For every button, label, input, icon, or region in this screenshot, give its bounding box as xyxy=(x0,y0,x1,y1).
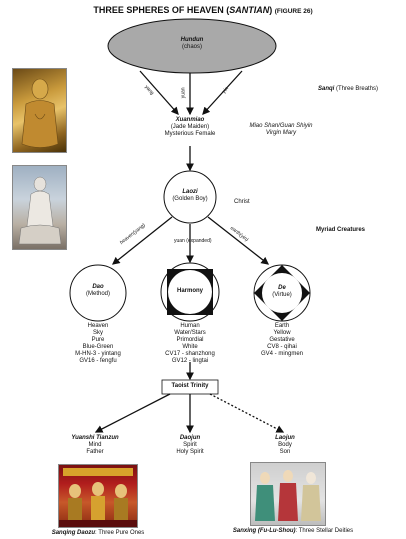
myriad-creatures-label: Myriad Creatures xyxy=(316,227,366,233)
dao-attr-sky: Sky xyxy=(92,330,103,337)
de-inner-circle xyxy=(262,273,302,313)
de-attr-point1: CV8 - qihai xyxy=(267,344,297,351)
earth-branch-arrow xyxy=(207,216,270,265)
de-attributes: Earth Yellow Gestative CV8 - qihai GV4 -… xyxy=(247,323,317,358)
laozi-label: Laozi (Golden Boy) xyxy=(172,189,208,203)
three-pure-ones-caption: Sanqing Daozu: Three Pure Ones xyxy=(51,530,145,536)
three-stellar-deities-image xyxy=(250,462,326,526)
trinity-left-arrow xyxy=(94,393,171,433)
three-stellar-deities-caption: Sanxing (Fu-Lu-Shou): Three Stellar Deit… xyxy=(232,528,354,534)
xuanmiao-label: Xuanmiao (Jade Maiden) Mysterious Female xyxy=(164,117,216,138)
harmony-label: Harmony xyxy=(176,288,203,294)
de-attr-gestative: Gestative xyxy=(269,337,295,344)
guanyin-statue-image xyxy=(12,68,67,153)
dao-label: Dao (Method) xyxy=(85,284,110,298)
harmony-attributes: Human Water/Stars Primordial White CV17 … xyxy=(155,323,225,365)
harmony-attr-color: White xyxy=(182,344,198,351)
dao-attr-color: Blue-Green xyxy=(82,344,114,351)
sanqi-label: Sanqi (Three Breaths) xyxy=(318,86,379,92)
heaven-branch-arrow xyxy=(111,216,173,265)
dao-circle xyxy=(69,264,127,322)
dao-attr-pure: Pure xyxy=(91,337,105,344)
laozi-circle xyxy=(163,170,217,224)
harmony-attr-point1: CV17 - shanzhong xyxy=(165,351,215,358)
christ-label: Christ xyxy=(234,199,250,205)
dao-attr-heaven: Heaven xyxy=(87,323,109,329)
taoist-trinity-label: Taoist Trinity xyxy=(171,383,209,389)
trinity-right-arrow xyxy=(209,393,285,433)
yuan-label: yuan xyxy=(180,87,187,99)
marble-statue-image xyxy=(12,165,67,250)
yuan-branch-label: yuan (expanded) xyxy=(174,238,212,244)
yang-arrow xyxy=(139,70,179,115)
daojun-label: Daojun Spirit Holy Spirit xyxy=(176,435,204,456)
harmony-attr-water: Water/Stars xyxy=(174,330,206,337)
hundun-ellipse xyxy=(107,18,277,74)
de-attr-earth: Earth xyxy=(274,323,290,329)
de-attr-color: Yellow xyxy=(273,330,291,337)
dao-attributes: Heaven Sky Pure Blue-Green M-HN-3 - yint… xyxy=(63,323,133,365)
dao-attr-point2: GV16 - fengfu xyxy=(79,358,117,365)
page-title: THREE SPHERES OF HEAVEN (SANTIAN) (FIGUR… xyxy=(93,5,313,15)
dao-attr-point1: M-HN-3 - yintang xyxy=(75,351,121,358)
harmony-attr-primordial: Primordial xyxy=(176,337,204,344)
three-pure-ones-image xyxy=(58,464,138,528)
yuanshi-tianzun-label: Yuanshi Tianzun Mind Father xyxy=(71,435,119,456)
laojun-label: Laojun Body Son xyxy=(275,435,295,456)
de-label: De (Virtue) xyxy=(272,285,292,299)
harmony-attr-human: Human xyxy=(180,323,200,329)
harmony-attr-point2: GV12 - lingtai xyxy=(171,358,209,365)
xuanmiao-parallel: Miao Shan/Guan Shiyin Virgin Mary xyxy=(249,123,313,137)
de-attr-point2: GV4 - mingmen xyxy=(260,351,303,358)
hundun-label: Hundun (chaos) xyxy=(180,37,204,51)
harmony-inner-circle xyxy=(168,270,212,314)
figure-label: (FIGURE 26) xyxy=(274,8,313,15)
yin-arrow xyxy=(202,70,243,115)
